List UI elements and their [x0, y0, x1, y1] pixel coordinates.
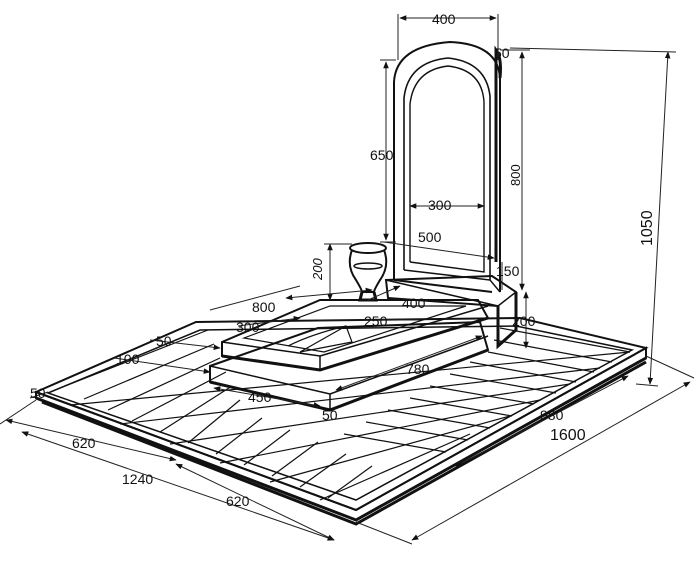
dim-tile-total: 1240 [122, 471, 153, 487]
dim-tile-half-front: 620 [226, 493, 250, 509]
dim-pedestal: 400 [402, 295, 426, 311]
dim-flowerbed-border: 50 [156, 333, 172, 349]
dimension-lines [0, 14, 695, 545]
dim-stele-top: 50 [494, 45, 510, 61]
dim-inner-height: 650 [370, 147, 394, 163]
dim-platform-height: 200 [512, 313, 536, 329]
dim-stele-base: 500 [418, 229, 442, 245]
dim-flowerbed-inner: 300 [236, 319, 260, 335]
dim-tile-border: 100 [116, 351, 140, 367]
dim-step-length: 780 [406, 361, 430, 377]
dim-flowerbed-top: 250 [364, 313, 388, 329]
dim-total-height: 1050 [639, 210, 656, 246]
dim-base-step: 150 [496, 263, 520, 279]
dimension-labels: 400 50 650 800 1050 300 500 200 150 400 … [30, 11, 656, 509]
dim-inner-depth: 980 [540, 407, 564, 423]
stele [393, 40, 502, 293]
dim-curb-left: 50 [30, 385, 46, 401]
stele-pedestal [384, 274, 518, 350]
dim-stele-width: 400 [432, 11, 456, 27]
dim-tile-half-left: 620 [72, 435, 96, 451]
dim-vase-height: 200 [310, 258, 325, 281]
dim-inner-panel-width: 300 [428, 197, 452, 213]
dim-stele-height: 800 [508, 164, 523, 186]
dim-step-width: 450 [248, 389, 272, 405]
dim-total-depth: 1600 [550, 427, 586, 444]
dim-step-offset: 50 [322, 407, 338, 423]
dim-flowerbed-length: 800 [252, 299, 276, 315]
